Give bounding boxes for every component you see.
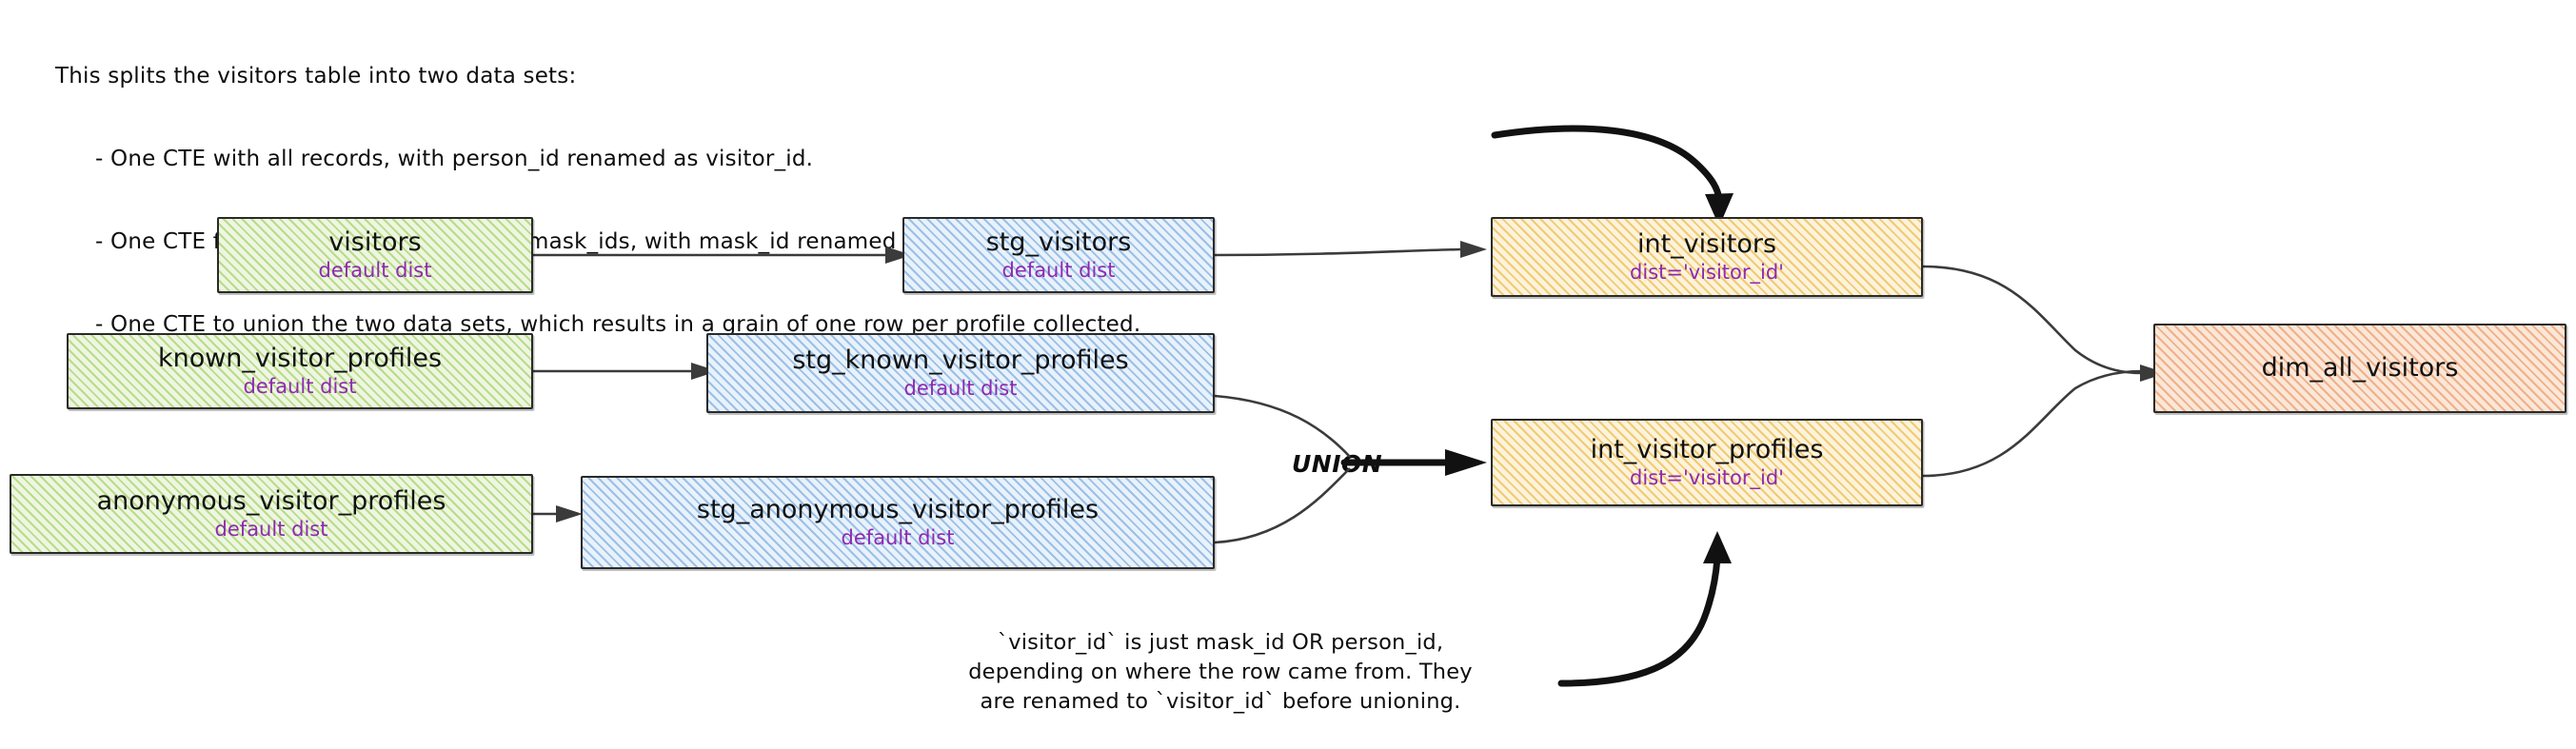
node-visitors-title: visitors [328, 227, 422, 258]
node-int-visitors-title: int_visitors [1636, 229, 1777, 260]
node-int-visitors-dist: dist='visitor_id' [1630, 260, 1784, 284]
node-int-visitor-profiles[interactable]: int_visitor_profiles dist='visitor_id' [1491, 419, 1923, 506]
node-stg-visitors-dist: default dist [1001, 258, 1116, 282]
node-dim-all-visitors[interactable]: dim_all_visitors [2153, 324, 2566, 413]
node-stg-anonymous-visitor-profiles[interactable]: stg_anonymous_visitor_profiles default d… [581, 476, 1215, 569]
edge-stg-anon-to-union [1214, 467, 1351, 544]
edge-int-visitors-to-dim [1922, 265, 2143, 375]
node-stg-anonymous-visitor-profiles-dist: default dist [841, 525, 955, 549]
edge-int-profiles-to-dim [1922, 369, 2143, 478]
bottom-annotation-line-1: `visitor_id` is just mask_id OR person_i… [997, 630, 1444, 655]
node-visitors[interactable]: visitors default dist [217, 217, 533, 293]
edge-note-top-to-int-visitors [1491, 125, 1723, 204]
node-anonymous-visitor-profiles-title: anonymous_visitor_profiles [96, 486, 446, 517]
node-int-visitor-profiles-title: int_visitor_profiles [1590, 435, 1824, 465]
node-dim-all-visitors-title: dim_all_visitors [2261, 353, 2459, 384]
union-label: UNION [1292, 450, 1383, 478]
edge-stg-known-to-union [1214, 394, 1351, 458]
edge-note-bottom-to-int-profiles [1557, 554, 1721, 687]
node-anonymous-visitor-profiles-dist: default dist [214, 517, 328, 541]
node-stg-known-visitor-profiles-title: stg_known_visitor_profiles [792, 345, 1129, 376]
bottom-annotation-line-3: are renamed to `visitor_id` before union… [980, 689, 1461, 714]
node-known-visitor-profiles-dist: default dist [243, 374, 357, 398]
node-stg-anonymous-visitor-profiles-title: stg_anonymous_visitor_profiles [696, 495, 1100, 525]
node-known-visitor-profiles[interactable]: known_visitor_profiles default dist [67, 333, 533, 409]
node-visitors-dist: default dist [318, 258, 432, 282]
node-stg-visitors-title: stg_visitors [985, 227, 1132, 258]
top-annotation-line-2: - One CTE with all records, with person_… [95, 147, 814, 171]
node-known-visitor-profiles-title: known_visitor_profiles [157, 344, 443, 374]
node-anonymous-visitor-profiles[interactable]: anonymous_visitor_profiles default dist [10, 474, 533, 554]
bottom-annotation: `visitor_id` is just mask_id OR person_i… [916, 628, 1525, 717]
node-int-visitors[interactable]: int_visitors dist='visitor_id' [1491, 217, 1923, 297]
bottom-annotation-line-2: depending on where the row came from. Th… [968, 660, 1473, 684]
top-annotation: This splits the visitors table into two … [55, 8, 1483, 366]
node-stg-known-visitor-profiles[interactable]: stg_known_visitor_profiles default dist [706, 333, 1215, 413]
node-stg-known-visitor-profiles-dist: default dist [903, 376, 1018, 400]
node-int-visitor-profiles-dist: dist='visitor_id' [1630, 465, 1784, 489]
top-annotation-line-4: - One CTE to union the two data sets, wh… [95, 312, 1141, 337]
node-stg-visitors[interactable]: stg_visitors default dist [902, 217, 1215, 293]
top-annotation-line-1: This splits the visitors table into two … [55, 64, 577, 89]
